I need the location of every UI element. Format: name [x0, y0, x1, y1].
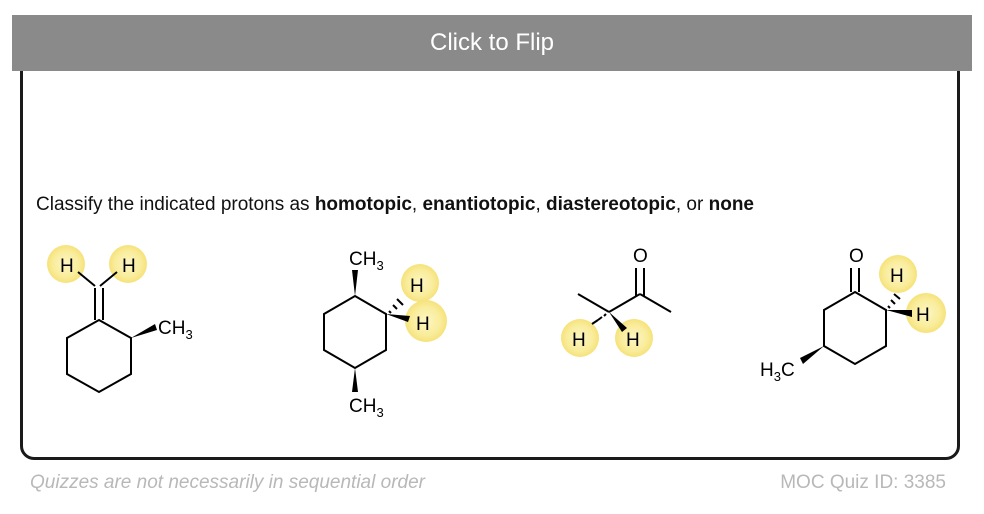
bond [99, 271, 118, 287]
proton-h-label: H [572, 330, 586, 351]
proton-h-label: H [416, 314, 430, 335]
flip-label: Click to Flip [429, 29, 555, 56]
proton-h-label: H [626, 330, 640, 351]
molecule-2[interactable]: CH3 H H CH3 [323, 249, 447, 420]
hash-bond [887, 293, 901, 309]
flashcard[interactable] [20, 20, 960, 460]
molecule-3[interactable]: O H H [561, 246, 672, 357]
hash-bond [591, 313, 607, 325]
wedge-bond [886, 310, 912, 317]
question-sep-1: , [411, 194, 423, 215]
proton-highlight [109, 245, 147, 283]
quiz-id: MOC Quiz ID: 3385 [780, 472, 946, 493]
wedge-bond [800, 346, 824, 364]
methyl-label: CH3 [349, 249, 384, 273]
wedge-bond [386, 314, 410, 322]
methyl-label: H3C [760, 360, 795, 384]
question-prefix: Classify the indicated protons as [36, 194, 315, 215]
term-none: none [708, 194, 754, 215]
bond [639, 293, 672, 313]
click-to-flip-button[interactable]: Click to Flip [12, 15, 972, 71]
term-enantiotopic: enantiotopic [422, 194, 536, 215]
methyl-label: CH3 [349, 396, 384, 420]
bond [577, 293, 610, 313]
wedge-bond [352, 270, 358, 296]
ring [823, 290, 887, 366]
bond [608, 293, 641, 313]
oxygen-label: O [849, 246, 864, 267]
ring [66, 318, 132, 394]
question-sep-3: , or [675, 194, 709, 215]
sequence-note: Quizzes are not necessarily in sequentia… [30, 472, 425, 493]
proton-highlight [561, 319, 599, 357]
proton-highlight [405, 300, 447, 342]
proton-highlight [879, 255, 917, 293]
proton-h-label: H [916, 305, 930, 326]
proton-highlight [47, 245, 85, 283]
methyl-label: CH3 [158, 318, 193, 342]
wedge-bond [131, 324, 157, 338]
proton-h-label: H [60, 256, 74, 277]
hash-bond [388, 298, 404, 314]
wedge-bond [609, 312, 627, 332]
structures-panel: H H CH3 CH3 H H CH3 O [47, 245, 946, 420]
molecule-4[interactable]: O H H H3C [760, 246, 946, 384]
wedge-bond [352, 368, 358, 392]
term-diastereotopic: diastereotopic [546, 194, 676, 215]
bond [77, 271, 96, 287]
proton-h-label: H [410, 276, 424, 297]
ring [323, 294, 387, 370]
proton-h-label: H [122, 256, 136, 277]
proton-highlight [906, 293, 946, 333]
term-homotopic: homotopic [314, 194, 412, 215]
question-sep-2: , [535, 194, 546, 215]
question-text: Classify the indicated protons as homoto… [36, 194, 956, 216]
molecule-1[interactable]: H H CH3 [47, 245, 193, 394]
oxygen-label: O [633, 246, 648, 267]
proton-h-label: H [890, 266, 904, 287]
proton-highlight [401, 264, 439, 302]
